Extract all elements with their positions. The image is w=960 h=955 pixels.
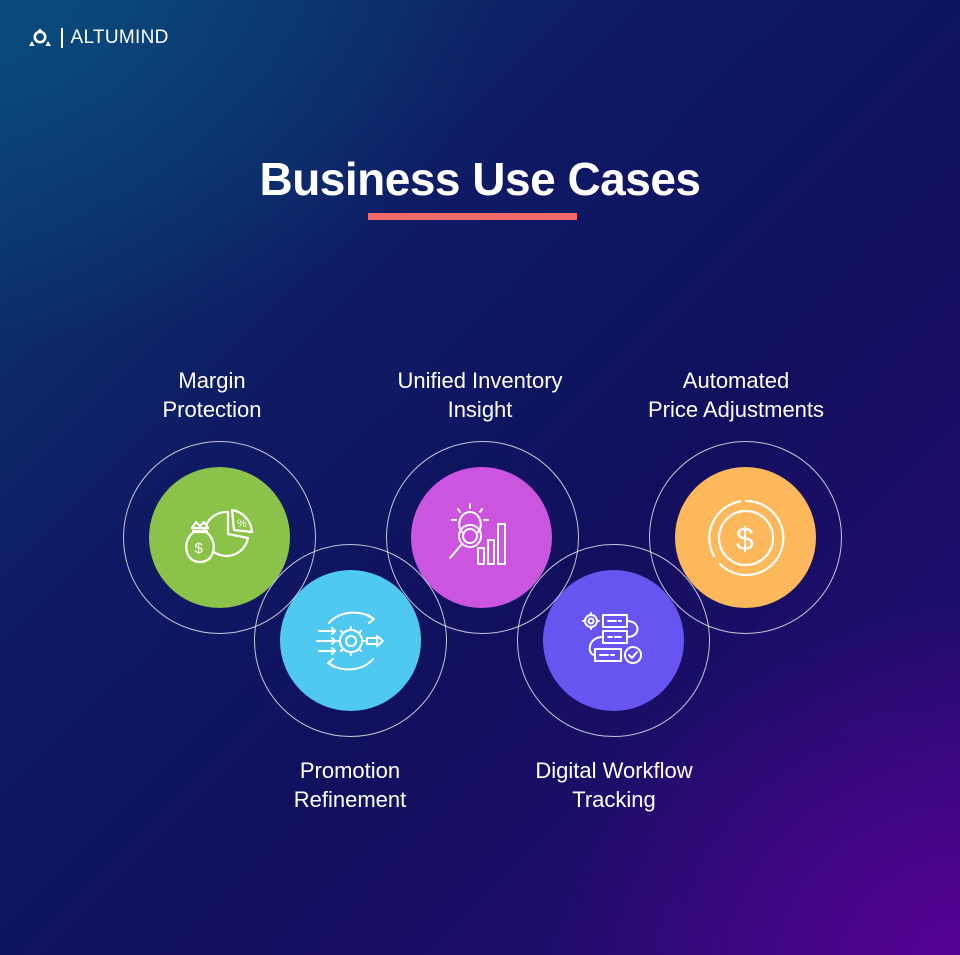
brand-logo: ALTUMIND	[28, 27, 169, 49]
outer-ring	[517, 544, 710, 737]
use-case-label-margin-protection: Margin Protection	[92, 366, 332, 424]
outer-ring	[123, 441, 316, 634]
use-case-label-digital-workflow-tracking: Digital Workflow Tracking	[494, 756, 734, 814]
label-line: Margin	[178, 368, 246, 393]
label-line: Unified Inventory	[397, 368, 563, 393]
use-case-label-promotion-refinement: Promotion Refinement	[230, 756, 470, 814]
page-title: Business Use Cases	[259, 153, 701, 205]
brand-name: ALTUMIND	[70, 27, 169, 48]
outer-ring	[649, 441, 842, 634]
label-line: Refinement	[293, 787, 407, 812]
outer-ring	[254, 544, 447, 737]
label-line: Price Adjustments	[647, 397, 825, 422]
label-line: Protection	[162, 397, 262, 422]
label-line: Promotion	[299, 758, 401, 783]
logo-divider	[61, 28, 63, 48]
label-line: Insight	[447, 397, 513, 422]
label-line: Digital Workflow	[535, 758, 693, 783]
use-case-label-automated-price-adjustments: Automated Price Adjustments	[616, 366, 856, 424]
title-underline	[368, 213, 577, 220]
altumind-logo-icon	[29, 28, 51, 46]
label-line: Automated	[682, 368, 790, 393]
label-line: Tracking	[572, 787, 656, 812]
outer-ring	[386, 441, 579, 634]
use-case-label-unified-inventory-insight: Unified Inventory Insight	[360, 366, 600, 424]
